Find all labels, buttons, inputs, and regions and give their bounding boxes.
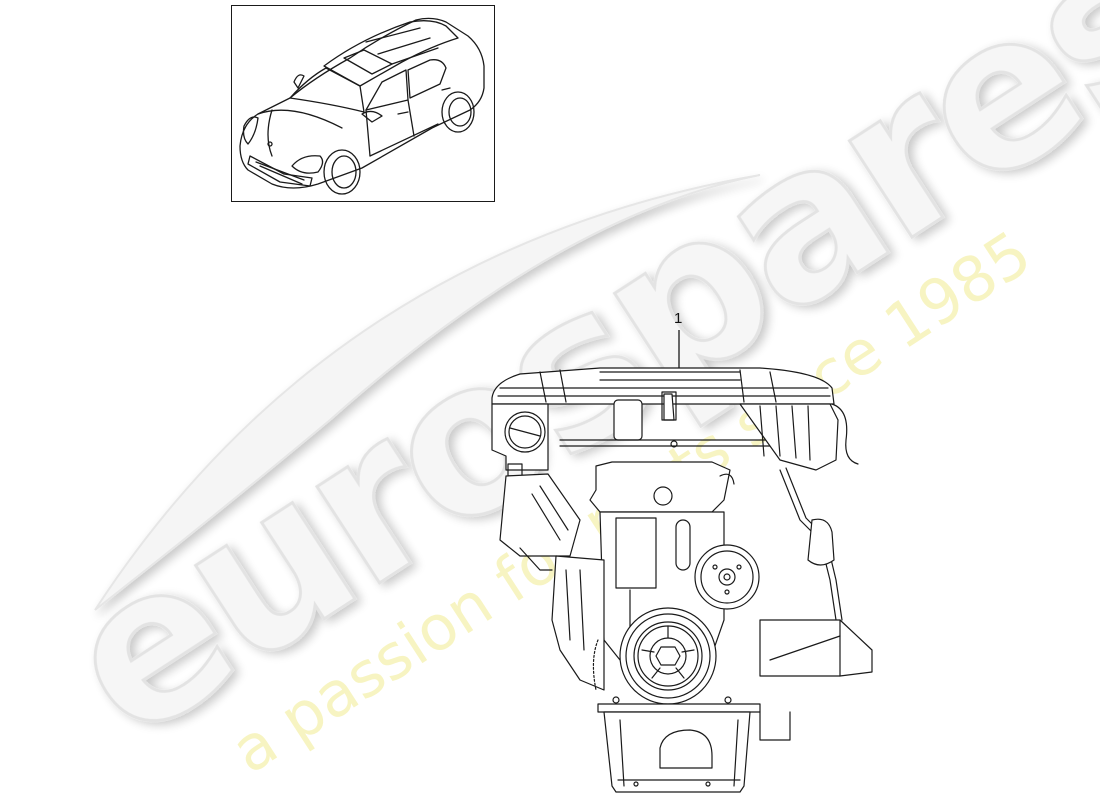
callout-number-1[interactable]: 1 [674, 310, 683, 327]
watermark-swoosh [94, 174, 761, 611]
ac-compressor-pulley [694, 544, 760, 610]
car-drawing [239, 17, 485, 195]
vehicle-thumbnail[interactable] [231, 5, 495, 202]
intake-manifold [491, 367, 835, 405]
oil-pan [603, 711, 751, 793]
